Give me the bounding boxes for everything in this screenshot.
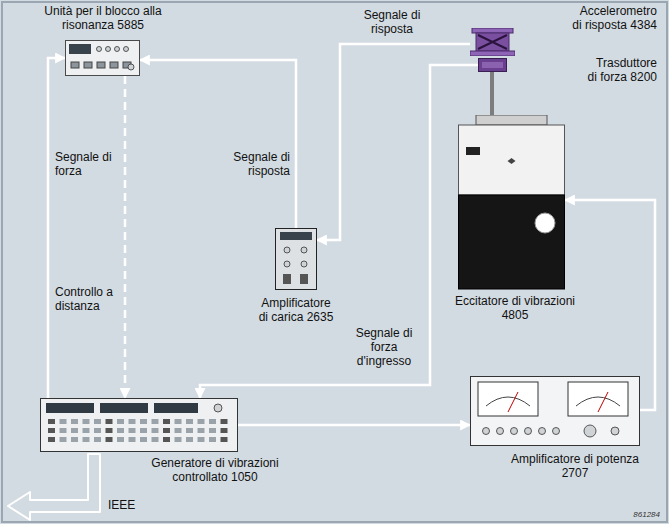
signal-label: Segnale di risposta xyxy=(352,8,432,36)
shaker-rod xyxy=(490,72,494,115)
shaker-drawing xyxy=(459,115,565,289)
device-drawing xyxy=(65,40,140,76)
force-transducer: Trasduttore di forza 8200 xyxy=(478,58,507,72)
device-drawing xyxy=(470,376,640,446)
p5885-drawing xyxy=(66,41,140,76)
signal-line xyxy=(48,58,65,398)
device-label: Amplificatore di carica 2635 xyxy=(256,296,336,324)
device-label: Generatore di vibrazioni controllato 105… xyxy=(140,456,290,484)
device-label: Eccitatore di vibrazioni 4805 xyxy=(440,294,590,322)
force-drawing xyxy=(479,59,507,72)
device-drawing xyxy=(478,58,507,72)
device-label: Amplificatore di potenza 2707 xyxy=(500,452,650,480)
accel-drawing xyxy=(470,28,515,56)
signal-line xyxy=(317,44,470,240)
device-label: Unità per il blocco alla risonanza 5885 xyxy=(44,4,162,32)
vibration-generator: Generatore di vibrazioni controllato 105… xyxy=(40,398,238,452)
vibration-exciter: Eccitatore di vibrazioni 4805 xyxy=(458,115,565,290)
signal-line xyxy=(140,60,296,228)
signal-label: Controllo a distanza xyxy=(55,285,121,313)
accelerometer: Accelerometro di risposta 4384 xyxy=(470,28,515,56)
bus-label: IEEE xyxy=(108,498,168,512)
charge-drawing xyxy=(276,229,317,290)
device-drawing xyxy=(470,28,515,56)
control-line xyxy=(124,76,127,398)
signal-label: Segnale di risposta xyxy=(224,150,290,178)
device-drawing xyxy=(275,228,317,290)
device-drawing xyxy=(40,398,238,452)
figure-code: 861284 xyxy=(610,510,660,520)
device-label: Trasduttore di forza 8200 xyxy=(587,56,657,84)
signal-line xyxy=(238,424,470,427)
device-drawing xyxy=(458,115,565,290)
power-drawing xyxy=(471,377,640,446)
resonance-unit: Unità per il blocco alla risonanza 5885 xyxy=(65,40,140,76)
ieee-arrow xyxy=(8,454,100,520)
signal-label: Segnale di forza xyxy=(55,150,121,178)
signal-line xyxy=(200,65,478,398)
charge-amplifier: Amplificatore di carica 2635 xyxy=(275,228,317,290)
signal-label: Segnale di forza d'ingresso xyxy=(345,326,423,368)
gen-drawing xyxy=(41,399,238,452)
device-label: Accelerometro di risposta 4384 xyxy=(572,4,657,32)
power-amplifier: Amplificatore di potenza 2707 xyxy=(470,376,640,446)
